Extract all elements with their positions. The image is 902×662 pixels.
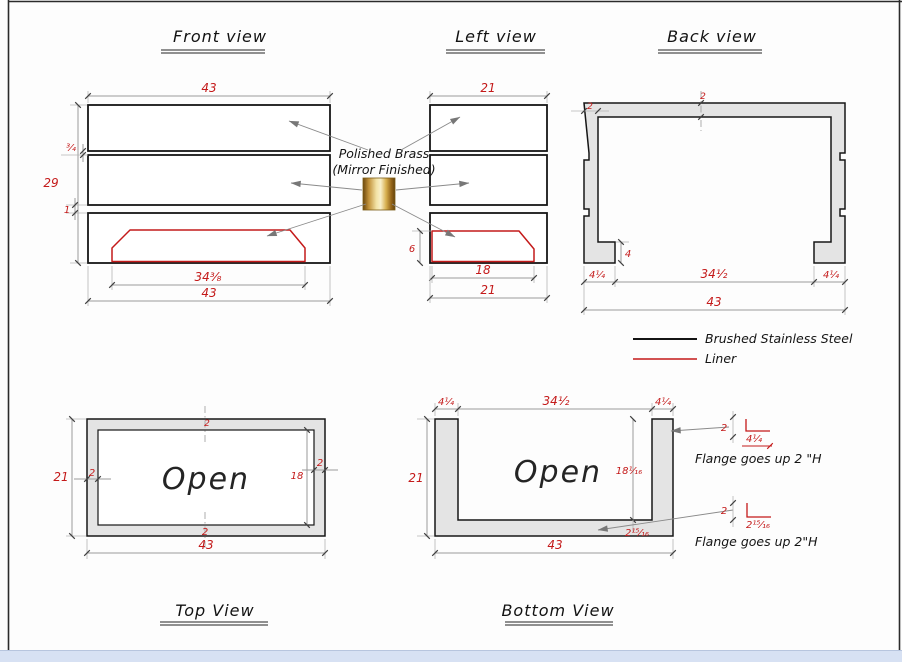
left-panel-middle — [429, 154, 548, 206]
legend-steel-label: Brushed Stainless Steel — [705, 331, 853, 346]
back-channel-body — [583, 102, 846, 264]
dim-flange-upper-height: 2 — [721, 423, 727, 434]
front-liner-outline — [111, 229, 306, 263]
bottom-view: Open 4¹⁄₄ 34¹⁄₂ 4¹⁄₄ 21 18¹⁄₁₆ 2¹⁵⁄₁₆ — [408, 394, 822, 626]
left-panel-top — [429, 104, 548, 152]
front-panel-middle — [87, 154, 331, 206]
material-leader-lines — [266, 116, 470, 238]
dim-bottom-flange-left: 4¹⁄₄ — [438, 397, 454, 408]
dim-top-wall-top: 2 — [204, 419, 210, 429]
dim-top-wall-right: 2 — [317, 458, 323, 469]
left-view-dimensions: 21 6 18 21 — [409, 81, 551, 303]
dim-back-span: 34¹⁄₂ — [701, 267, 728, 281]
left-liner-outline — [431, 230, 535, 263]
bottom-view-title: Bottom View — [501, 601, 614, 620]
top-view-title: Top View — [175, 601, 254, 620]
dim-bottom-base: 2¹⁵⁄₁₆ — [625, 528, 649, 539]
back-view: Back view 2 2 4 4¹⁄₄ — [571, 27, 849, 315]
material-note: Polished Brass (Mirror Finished) — [266, 116, 470, 238]
dim-back-foot-left: 4¹⁄₄ — [589, 270, 605, 281]
dim-bottom-depth: 21 — [408, 471, 423, 485]
dim-bottom-span: 34¹⁄₂ — [543, 394, 570, 408]
dim-top-width: 43 — [198, 538, 213, 552]
dim-front-gap-top: ³⁄₄ — [66, 143, 76, 154]
bottom-view-open-label: Open — [514, 455, 602, 490]
dim-bottom-inner-depth: 18¹⁄₁₆ — [616, 466, 642, 477]
left-view: Left view 21 6 18 21 — [409, 27, 551, 303]
legend-liner-label: Liner — [705, 351, 737, 366]
bottom-view-dimensions: 4¹⁄₄ 34¹⁄₂ 4¹⁄₄ 21 18¹⁄₁₆ 2¹⁵⁄₁₆ 43 — [408, 394, 734, 559]
top-view: Open 21 2 18 2 2 2 — [53, 406, 338, 626]
front-view: Front view 43 29 ³⁄₄ — [43, 27, 334, 306]
flange-detail-lower: 2 2¹⁵⁄₁₆ Flange goes up 2"H — [695, 496, 818, 549]
dim-left-liner-height: 6 — [409, 244, 415, 255]
dim-front-height: 29 — [43, 176, 58, 190]
left-panel-bottom — [429, 212, 548, 264]
brass-swatch — [362, 177, 396, 211]
dim-back-foot-right: 4¹⁄₄ — [823, 270, 839, 281]
dim-front-gap-mid: 1 — [64, 205, 70, 216]
flange-note-upper: Flange goes up 2 "H — [695, 451, 822, 466]
material-note-line2: (Mirror Finished) — [332, 162, 435, 177]
dim-back-wall-left: 2 — [587, 102, 593, 112]
dim-top-wall-left: 2 — [89, 468, 95, 479]
dim-flange-upper-width: 4¹⁄₄ — [746, 434, 762, 445]
dim-front-liner-width: 34³⁄₈ — [195, 270, 222, 284]
dim-top-inner: 18 — [291, 471, 304, 482]
front-panel-bottom — [87, 212, 331, 264]
material-note-line1: Polished Brass — [339, 146, 430, 161]
flange-detail-upper: 2 4¹⁄₄ Flange goes up 2 "H — [670, 411, 822, 466]
dim-left-width-bottom: 21 — [480, 283, 495, 297]
back-view-dimensions: 2 2 4 4¹⁄₄ 34¹⁄₂ 4¹⁄₄ 43 — [571, 91, 849, 315]
front-view-dimensions: 43 29 ³⁄₄ 1 34³⁄₈ — [43, 81, 334, 306]
dim-front-width-top: 43 — [201, 81, 216, 95]
back-view-title: Back view — [667, 27, 757, 46]
dim-left-liner-width: 18 — [475, 263, 491, 277]
dim-front-width-bottom: 43 — [201, 286, 216, 300]
top-view-open-label: Open — [162, 462, 250, 497]
front-view-title: Front view — [173, 27, 267, 46]
dim-top-depth: 21 — [53, 470, 68, 484]
flange-note-lower: Flange goes up 2"H — [695, 534, 818, 549]
dim-bottom-flange-right: 4¹⁄₄ — [655, 397, 671, 408]
dim-flange-lower-width: 2¹⁵⁄₁₆ — [746, 520, 770, 531]
dim-left-width-top: 21 — [480, 81, 495, 95]
dim-back-width: 43 — [706, 295, 721, 309]
dim-back-wall-top: 2 — [700, 92, 706, 102]
left-view-title: Left view — [455, 27, 537, 46]
dim-flange-lower-height: 2 — [721, 506, 727, 517]
bottom-channel-body — [434, 418, 674, 537]
dim-bottom-width: 43 — [547, 538, 562, 552]
top-view-inner — [97, 429, 315, 526]
legend: Brushed Stainless Steel Liner — [633, 331, 853, 366]
footer-strip — [0, 651, 902, 662]
front-panel-top — [87, 104, 331, 152]
dim-top-wall-bottom: 2 — [202, 527, 208, 538]
top-view-dimensions: 21 2 18 2 2 2 43 — [53, 406, 338, 559]
dim-back-foot-height: 4 — [625, 249, 631, 260]
